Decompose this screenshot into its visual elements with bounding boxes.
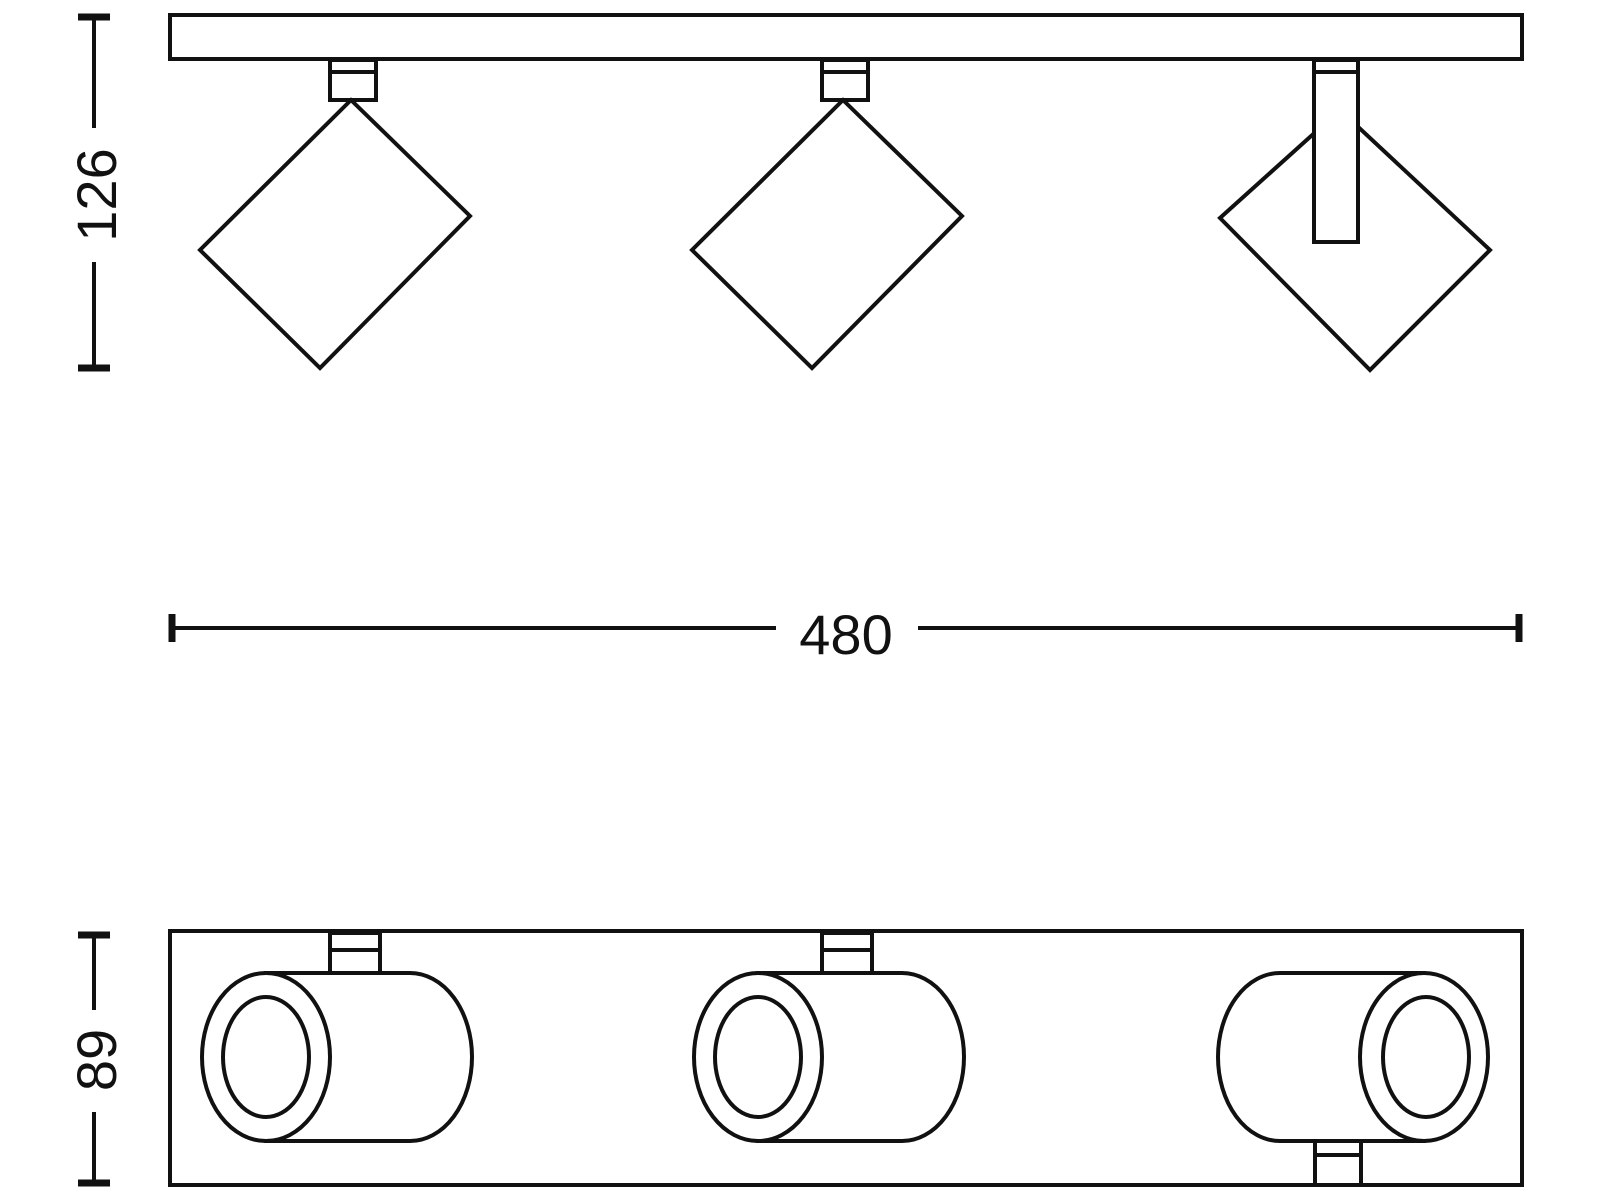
spotlight-3-side bbox=[1217, 58, 1493, 373]
spot-connector bbox=[820, 58, 870, 102]
spot-arm bbox=[1312, 58, 1360, 244]
spot-connector bbox=[1313, 1139, 1363, 1187]
side-view: 126 bbox=[65, 13, 1524, 373]
spotlight-2-top bbox=[692, 931, 966, 1143]
spot-lens bbox=[1381, 995, 1471, 1119]
height-dimension: 126 bbox=[65, 13, 128, 372]
spot-head bbox=[689, 97, 965, 371]
spot-connector bbox=[328, 58, 378, 102]
height-label: 126 bbox=[65, 148, 128, 241]
spot-connector bbox=[820, 931, 874, 975]
spotlight-3-top bbox=[1216, 971, 1490, 1187]
top-view: 89 bbox=[65, 929, 1524, 1187]
spot-connector bbox=[328, 931, 382, 975]
spotlight-2-side bbox=[689, 58, 965, 371]
spot-lens bbox=[221, 995, 311, 1119]
width-dimension: 480 bbox=[168, 603, 1523, 666]
depth-label: 89 bbox=[65, 1029, 128, 1091]
spotlight-1-side bbox=[197, 58, 473, 371]
width-label: 480 bbox=[799, 603, 892, 666]
mounting-rail bbox=[168, 13, 1524, 61]
spotlight-1-top bbox=[200, 931, 474, 1143]
spot-lens bbox=[713, 995, 803, 1119]
spot-head bbox=[197, 97, 473, 371]
depth-dimension: 89 bbox=[65, 931, 128, 1187]
